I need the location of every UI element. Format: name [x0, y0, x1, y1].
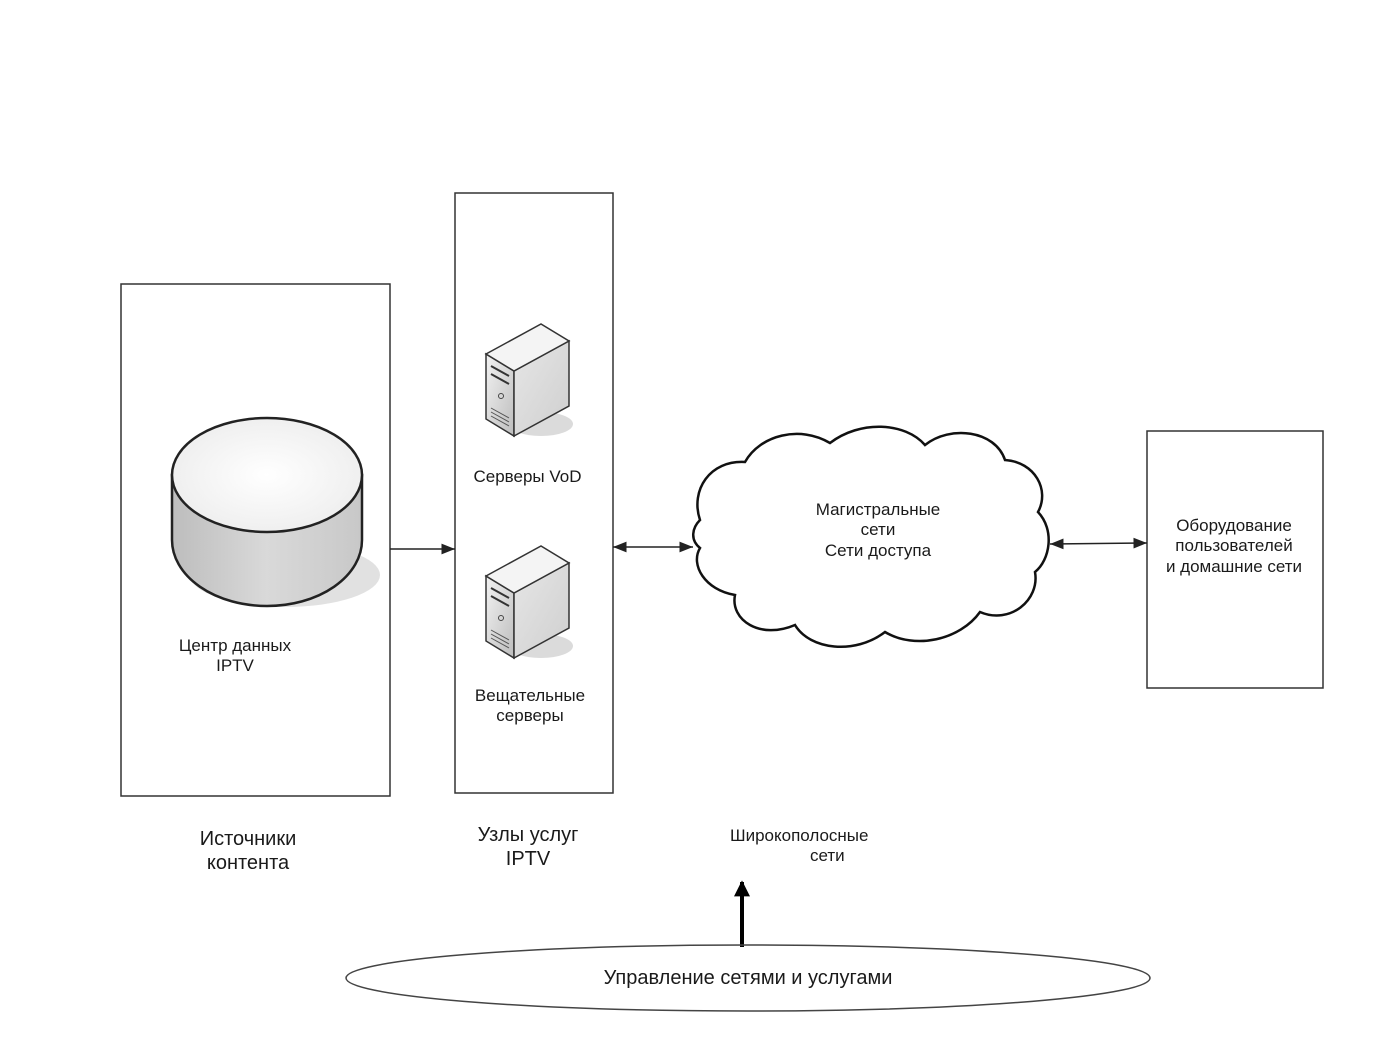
- server-tower-icon: [484, 323, 573, 438]
- service-nodes-caption: Узлы услуг IPTV: [477, 824, 579, 870]
- user-equipment-label: Оборудование пользователей и домашние се…: [1165, 516, 1303, 576]
- connector-broadband-to-users: [1049, 537, 1148, 550]
- broadband-caption: Широкополосные сети: [730, 826, 869, 866]
- user-equipment-box: [1146, 430, 1324, 689]
- service-nodes-box: [454, 192, 614, 794]
- content-sources-box: [120, 283, 391, 797]
- database-cylinder-icon: [170, 416, 380, 608]
- datacenter-label: Центр данных IPTV: [178, 636, 292, 676]
- server-tower-icon: [484, 545, 573, 660]
- broadcast-servers-label: Вещательные серверы: [474, 686, 586, 726]
- cloud-icon: [692, 425, 1050, 649]
- content-sources-caption: Источники контента: [199, 828, 297, 874]
- vod-servers-label: Серверы VoD: [473, 467, 582, 486]
- cloud-label: Магистральные сети Сети доступа: [815, 500, 941, 560]
- management-label: Управление сетями и услугами: [603, 967, 893, 989]
- management-ellipse: [345, 944, 1151, 1012]
